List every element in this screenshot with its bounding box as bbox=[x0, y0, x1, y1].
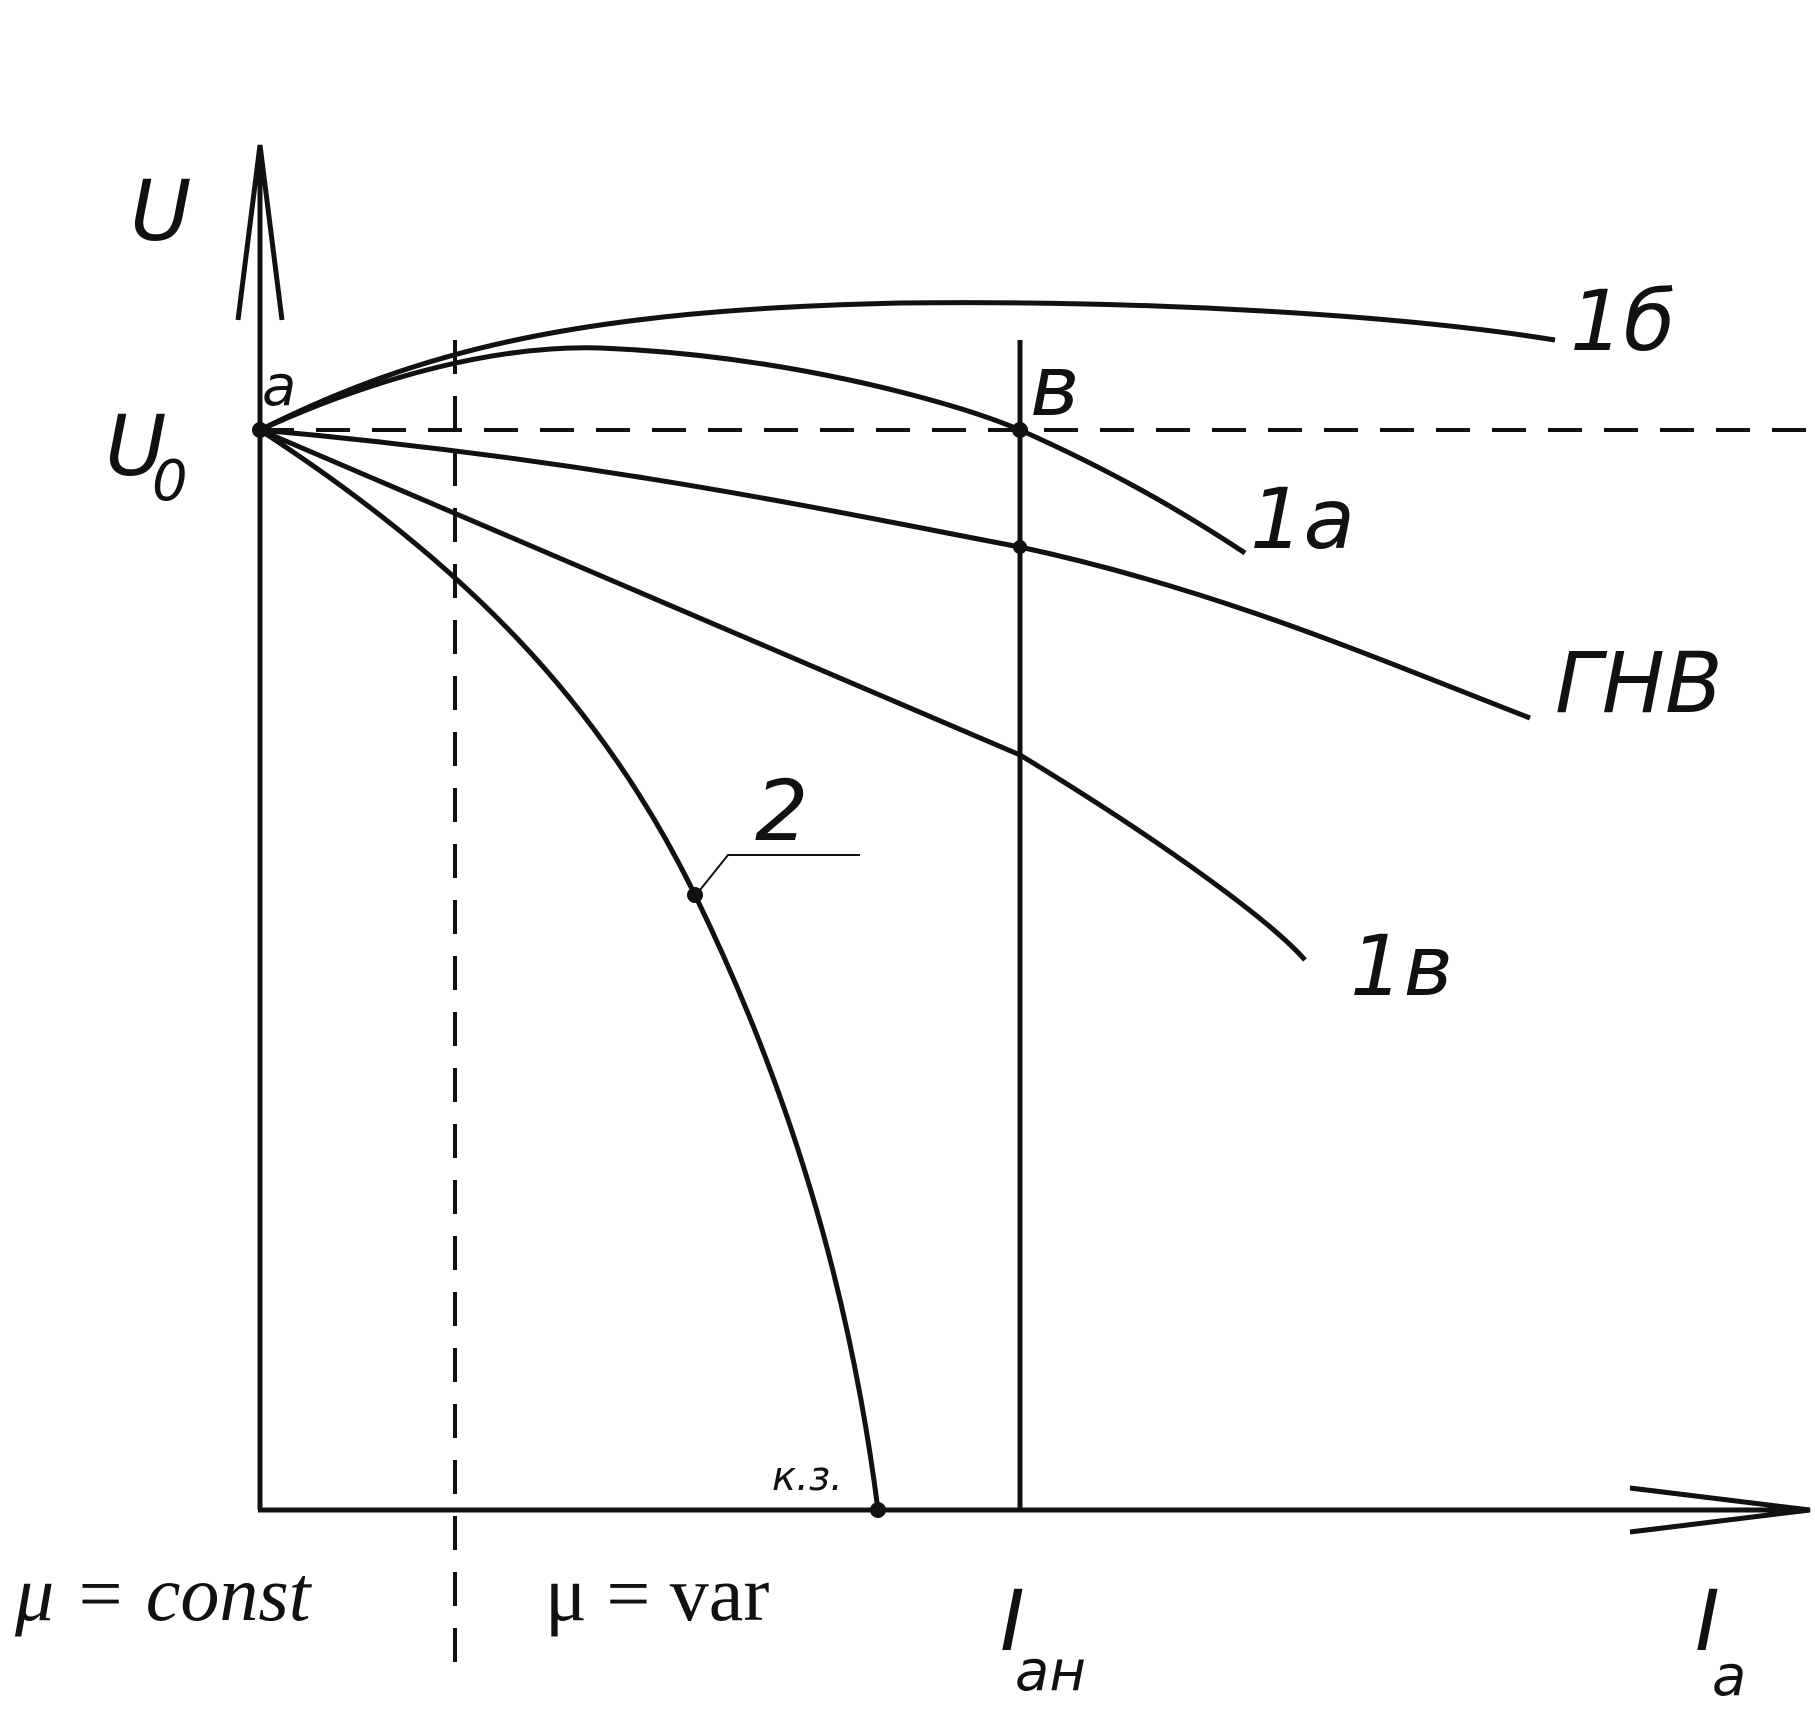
u0-label-main: U bbox=[105, 397, 166, 495]
curve-gnv-label: ГНВ bbox=[1555, 634, 1723, 732]
curve-2-leader-line bbox=[699, 854, 860, 891]
curve-2-marker-dot bbox=[687, 887, 703, 903]
ian-label-main: I bbox=[1000, 1572, 1025, 1670]
curve-1a-label: 1a bbox=[1250, 470, 1355, 568]
kz-label: к.з. bbox=[772, 1454, 843, 1500]
curve-2 bbox=[258, 427, 881, 1511]
x-axis-arrow-icon bbox=[1629, 1485, 1811, 1535]
curve-gnv bbox=[259, 427, 1531, 721]
curve-1b-label: 1б bbox=[1570, 272, 1675, 370]
point-a-label: a bbox=[262, 354, 296, 419]
axis-x-label-sub: a bbox=[1712, 1644, 1746, 1709]
kz-point-dot bbox=[870, 1502, 886, 1518]
point-v-label: в bbox=[1030, 337, 1080, 435]
curve-1a bbox=[258, 345, 1247, 556]
axis-y-label: U bbox=[130, 162, 191, 260]
curve-1v bbox=[259, 427, 1307, 962]
y-axis-arrow-icon bbox=[235, 144, 285, 321]
region-left-label: μ = const bbox=[14, 1550, 313, 1637]
curve-1b bbox=[258, 300, 1556, 433]
region-right-label: μ = var bbox=[545, 1550, 769, 1637]
point-v-dot bbox=[1012, 422, 1028, 438]
curve-1v-label: 1в bbox=[1350, 917, 1453, 1015]
axis-x-label-main: I bbox=[1695, 1572, 1720, 1670]
u0-label-sub: 0 bbox=[152, 449, 188, 514]
point-a-dot bbox=[252, 422, 268, 438]
gnv-intersection-dot bbox=[1013, 540, 1027, 554]
ian-label-sub: aн bbox=[1015, 1639, 1086, 1704]
curve-2-label: 2 bbox=[755, 762, 808, 860]
